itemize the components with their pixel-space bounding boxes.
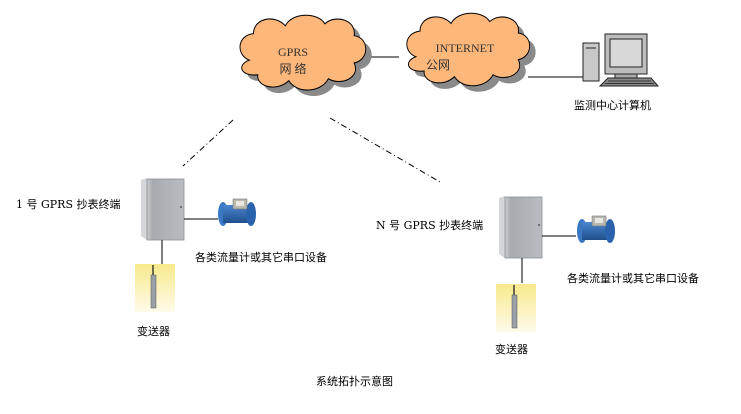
terminal-n-sensor-icon bbox=[496, 284, 536, 332]
terminal-1-sensor-label: 变送器 bbox=[137, 325, 170, 338]
terminal-1-box-icon bbox=[141, 178, 185, 241]
gprs-cloud-line1: GPRS bbox=[277, 45, 309, 59]
terminal-1-meter-icon bbox=[218, 198, 256, 226]
link-gprs-terminaln bbox=[329, 117, 441, 183]
internet-cloud-line1: INTERNET bbox=[435, 41, 495, 55]
terminal-n-box-icon bbox=[499, 196, 543, 259]
computer-icon bbox=[582, 33, 660, 87]
terminal-n-label: N 号 GPRS 抄表终端 bbox=[376, 219, 484, 232]
diagram-title: 系统拓扑示意图 bbox=[316, 375, 393, 388]
terminal-1-meter-label: 各类流量计或其它串口设备 bbox=[195, 251, 327, 264]
internet-cloud-label: INTERNET 公网 bbox=[420, 40, 510, 74]
computer-label: 监测中心计算机 bbox=[574, 99, 651, 112]
gprs-cloud-label: GPRS 网 络 bbox=[258, 44, 328, 78]
gprs-cloud-line2: 网 络 bbox=[279, 62, 307, 76]
terminal-n-meter-icon bbox=[577, 215, 615, 243]
link-gprs-terminal1 bbox=[182, 119, 234, 167]
terminal-n-sensor-label: 变送器 bbox=[495, 343, 528, 356]
terminal-1-sensor-icon bbox=[135, 264, 175, 312]
terminal-n-meter-label: 各类流量计或其它串口设备 bbox=[567, 272, 699, 285]
terminal-1-label: 1 号 GPRS 抄表终端 bbox=[16, 198, 121, 211]
internet-cloud-line2: 公网 bbox=[426, 58, 451, 72]
